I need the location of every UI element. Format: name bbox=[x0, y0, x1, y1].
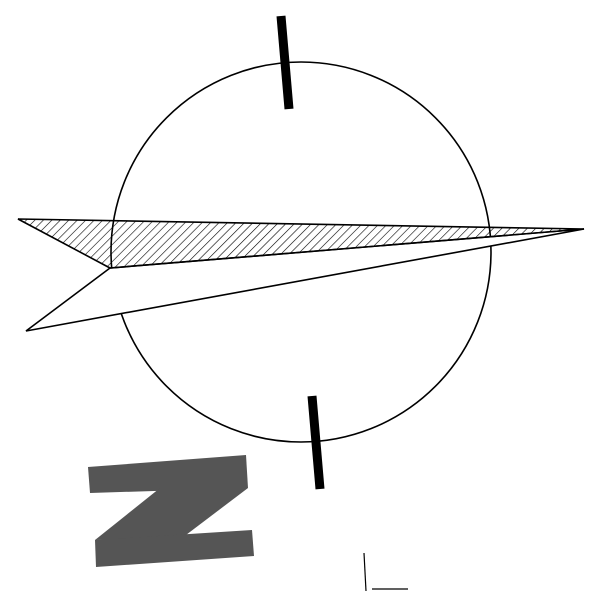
corner-mark-vertical bbox=[364, 553, 366, 591]
north-letter-n bbox=[88, 455, 254, 567]
top-tick-mark bbox=[281, 16, 289, 109]
bottom-tick-mark bbox=[312, 396, 320, 489]
